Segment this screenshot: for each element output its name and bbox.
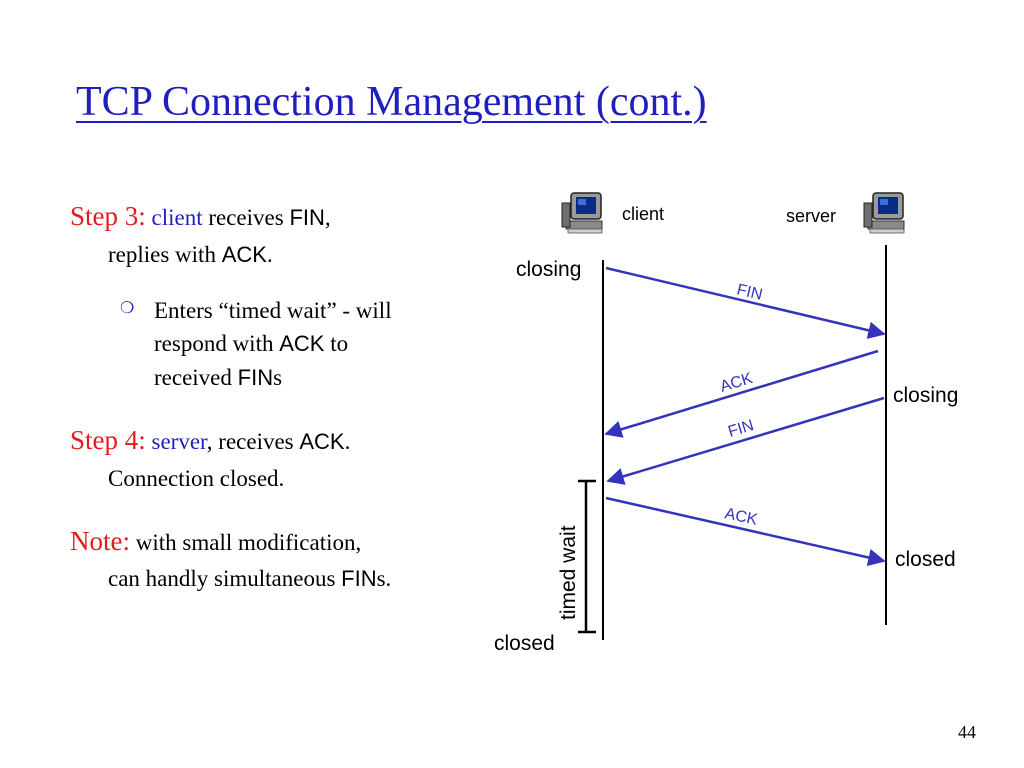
fin1-label: FIN <box>735 281 764 303</box>
note-text1: with small modification, <box>130 530 362 555</box>
server-closing-label: closing <box>893 384 958 407</box>
server-closed-label: closed <box>895 548 956 571</box>
step3-ack: ACK <box>221 242 267 267</box>
fin2-label: FIN <box>726 417 756 441</box>
note-paragraph: Note: with small modification, <box>70 525 361 559</box>
note-fin: FIN <box>341 566 377 591</box>
note-line2b: s. <box>376 566 392 591</box>
fin1-arrow <box>605 266 886 339</box>
ack2-label: ACK <box>723 505 759 529</box>
step4-paragraph: Step 4: server, receives ACK. <box>70 424 350 458</box>
note-line2: can handly simultaneous FINs. <box>108 562 391 595</box>
ack1-label: ACK <box>718 370 755 396</box>
step3-actor: client <box>151 205 203 230</box>
timed-wait-bracket <box>578 479 596 634</box>
bullet-line2: respond with ACK to <box>154 327 348 360</box>
step4-text1: , receives <box>206 429 300 454</box>
note-label: Note: <box>70 526 130 556</box>
bullet-line2b: to <box>324 331 349 356</box>
step3-label: Step 3: <box>70 201 146 231</box>
client-closing-label: closing <box>516 258 581 281</box>
fin2-arrow <box>606 396 885 485</box>
bullet-line3: received FINs <box>154 361 282 394</box>
step3-line2b: . <box>266 242 273 267</box>
step4-line2: Connection closed. <box>108 466 285 491</box>
note-line2a: can handly simultaneous <box>108 566 342 591</box>
bullet-fin: FIN <box>237 365 274 390</box>
ack2-arrow <box>605 496 886 567</box>
step4-text2: . <box>344 429 351 454</box>
step4-actor: server <box>151 429 207 454</box>
circle-bullet-icon: ❍ <box>120 300 135 317</box>
bullet-line3a: received <box>154 365 238 390</box>
step3-line2a: replies with <box>108 242 222 267</box>
server-label: server <box>786 206 836 226</box>
bullet-line1: Enters “timed wait” - will <box>154 298 392 323</box>
bullet-line3b: s <box>273 365 283 390</box>
server-computer-icon <box>863 192 905 234</box>
bullet-ack: ACK <box>279 331 325 356</box>
page-title: TCP Connection Management (cont.) <box>76 79 707 125</box>
step3-paragraph: Step 3: client receives FIN, <box>70 200 331 234</box>
client-closed-label: closed <box>494 632 555 655</box>
step4-label: Step 4: <box>70 425 146 455</box>
ack1-arrow <box>604 349 879 438</box>
client-label: client <box>622 204 664 224</box>
step3-text2: , <box>324 205 331 230</box>
step3-text1: receives <box>202 205 290 230</box>
step3-line2: replies with ACK. <box>108 238 273 271</box>
bullet-line2a: respond with <box>154 331 280 356</box>
timed-wait-label: timed wait <box>557 525 580 620</box>
step4-ack: ACK <box>299 429 345 454</box>
page-number: 44 <box>958 722 976 742</box>
step3-fin: FIN <box>289 205 325 230</box>
client-computer-icon <box>561 192 603 234</box>
